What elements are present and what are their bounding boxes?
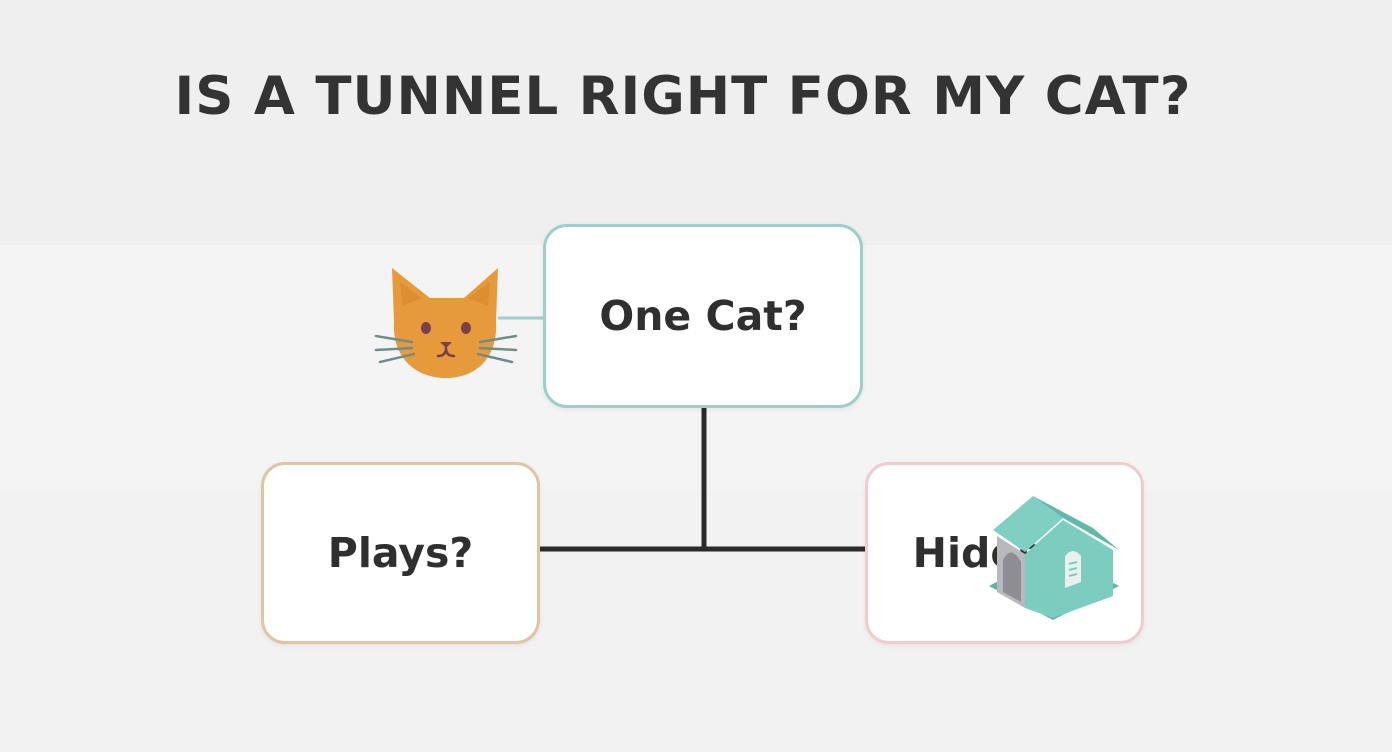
node-plays-label: Plays? <box>327 529 474 577</box>
cat-house-icon <box>989 496 1119 620</box>
background-band-top <box>0 0 1392 245</box>
node-one-cat-label: One Cat? <box>599 292 807 340</box>
background-band-bottom <box>0 490 1392 752</box>
diagram-title: IS A TUNNEL RIGHT FOR MY CAT? <box>174 66 1192 127</box>
node-plays[interactable]: Plays? <box>261 462 540 644</box>
cat-face-icon <box>374 268 518 378</box>
node-one-cat[interactable]: One Cat? <box>543 224 863 408</box>
